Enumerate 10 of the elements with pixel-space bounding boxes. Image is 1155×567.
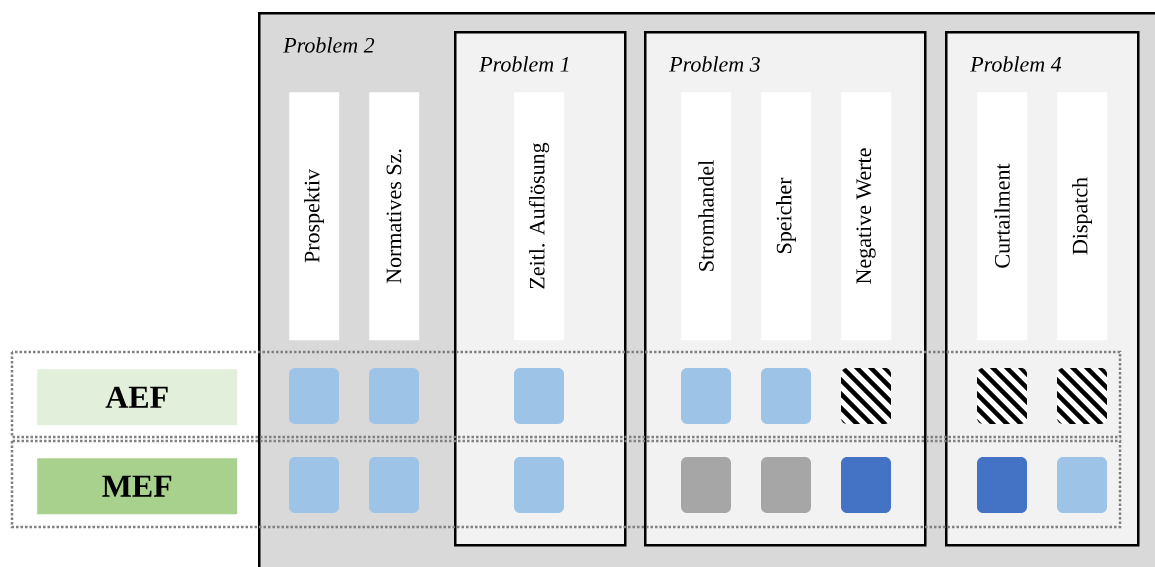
column-header: Dispatch [1057, 92, 1108, 341]
column-header: Negative Werte [841, 92, 892, 341]
column-header: Normatives Sz. [369, 92, 420, 341]
column-header: Curtailment [977, 92, 1028, 341]
column-header: Zeitl. Auflösung [514, 92, 565, 341]
row-label: MEF [37, 458, 238, 515]
column-header: Prospektiv [289, 92, 340, 341]
row-label: AEF [37, 369, 238, 426]
column-header: Speicher [761, 92, 812, 341]
column-header: Stromhandel [681, 92, 732, 341]
